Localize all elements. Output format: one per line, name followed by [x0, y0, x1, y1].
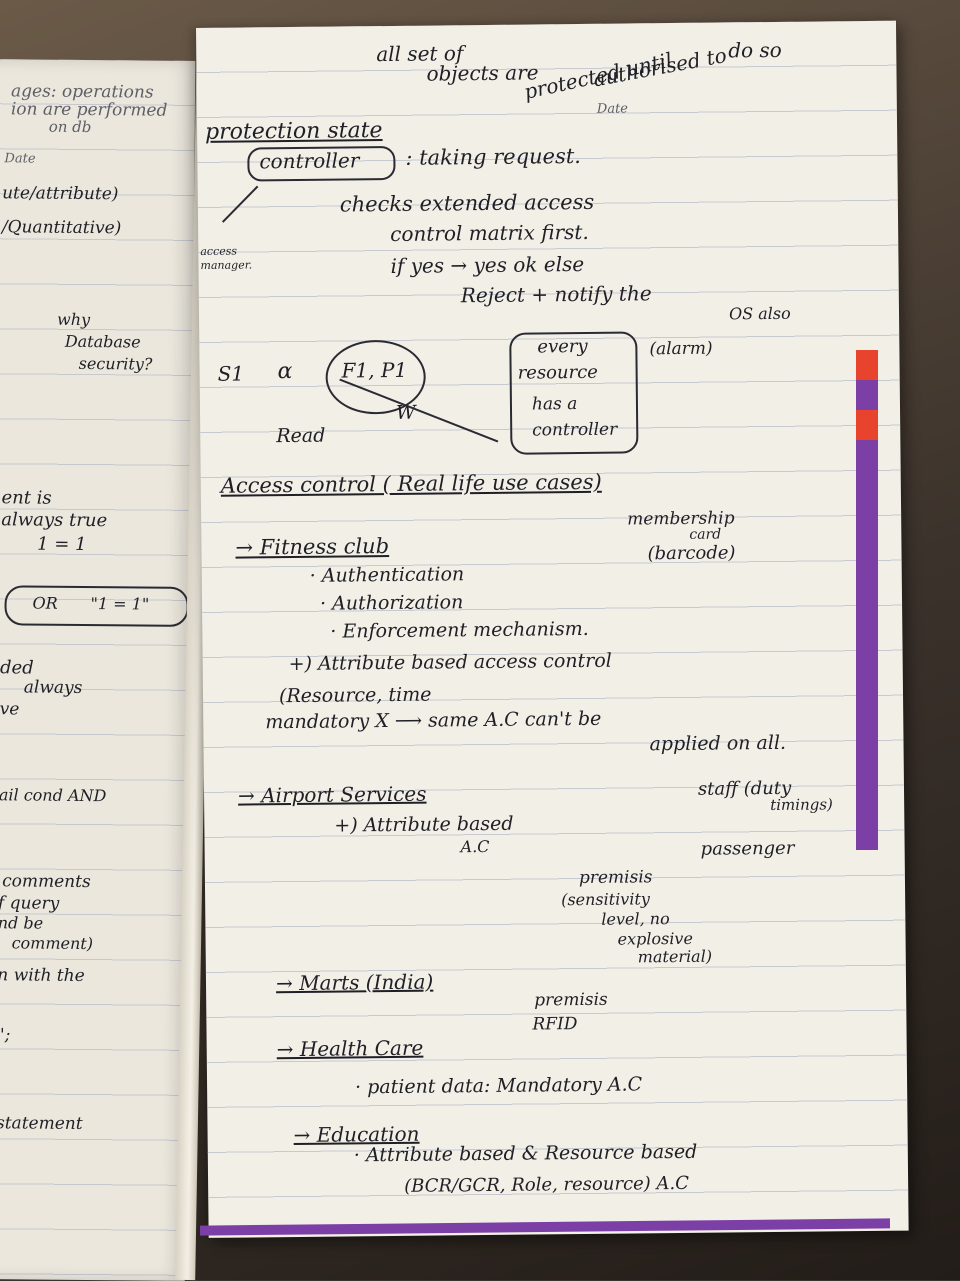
left-date-label: Date [4, 151, 36, 167]
left-line: security? [78, 353, 153, 374]
access-control-heading: Access control ( Real life use cases) [220, 469, 602, 498]
taking-request: : taking request. [405, 143, 582, 170]
left-line: always [23, 677, 83, 698]
mandatory-line: mandatory X ⟶ same A.C can't be [265, 707, 602, 734]
protection-state-heading: protection state [204, 118, 383, 145]
matrix-subject: S1 [217, 361, 245, 386]
left-line: statement [0, 1113, 83, 1134]
left-line: always true [1, 509, 108, 532]
every-resource-line: has a [531, 394, 578, 415]
matrix-alpha: α [277, 359, 293, 385]
left-line: nd be [0, 913, 44, 933]
every-resource-line: controller [532, 419, 618, 441]
premisis-line: level, no [601, 909, 670, 929]
left-line: f query [0, 893, 60, 914]
premisis-line: premisis [578, 867, 653, 889]
membership-line: card [689, 526, 722, 543]
education-line: · Attribute based & Resource based [353, 1140, 698, 1167]
left-line: comments [2, 871, 91, 893]
staff-line: timings) [770, 795, 833, 815]
left-line: n with the [0, 965, 85, 987]
checks-line: Reject + notify the [460, 281, 652, 308]
left-line: 1 = 1 [37, 533, 87, 556]
left-line: "1 = 1" [90, 594, 150, 614]
left-notebook-page: ages: operations ion are performed on db… [0, 59, 196, 1281]
airport-services: → Airport Services [237, 781, 427, 808]
education-sub: (BCR/GCR, Role, resource) A.C [404, 1172, 690, 1197]
every-resource-line: resource [517, 361, 599, 384]
left-line: ded [0, 657, 34, 679]
fitness-club: → Fitness club [235, 534, 390, 560]
alarm-note: (alarm) [649, 338, 713, 360]
airport-abac: A.C [460, 836, 490, 857]
health-care: → Health Care [276, 1035, 424, 1062]
fitness-point: · Authorization [319, 591, 464, 615]
every-resource-line: every [537, 335, 588, 358]
premisis-line: material) [637, 946, 713, 967]
checks-line: if yes → yes ok else [390, 251, 585, 278]
arrow-down-left [221, 185, 259, 223]
left-line: OR [32, 593, 58, 613]
marts-item: RFID [532, 1014, 578, 1035]
resource-time: (Resource, time [278, 683, 432, 708]
airport-abac: +) Attribute based [334, 812, 514, 837]
left-line: "; [0, 1025, 11, 1046]
attribute-based: +) Attribute based access control [288, 649, 612, 676]
left-line: comment) [11, 933, 94, 954]
left-line: /Quantitative) [1, 217, 122, 239]
left-line: Database [64, 331, 141, 352]
checks-line: OS also [728, 303, 791, 324]
date-label: Date [596, 101, 629, 117]
left-line: ent is [1, 487, 52, 509]
page-edge-stripe [856, 350, 878, 850]
left-line: ve [0, 699, 20, 720]
fitness-point: · Enforcement mechanism. [330, 617, 589, 643]
checks-line: control matrix first. [390, 219, 589, 246]
patient-data: · patient data: Mandatory A.C [354, 1073, 643, 1099]
top-note-line: do so [728, 37, 782, 63]
passenger: passenger [700, 837, 795, 860]
access-manager-line: access [200, 244, 238, 258]
marts: → Marts (India) [275, 969, 434, 996]
membership-line: (barcode) [647, 542, 736, 565]
left-line: on db [48, 117, 92, 137]
matrix-read: Read [276, 424, 326, 448]
premisis-line: (sensitivity [561, 889, 650, 910]
access-manager-line: manager. [200, 258, 253, 272]
checks-line: checks extended access [339, 189, 595, 217]
controller-label: controller [259, 148, 360, 174]
premisis-line: explosive [617, 928, 693, 949]
marts-item: premisis [534, 989, 608, 1011]
applied-on-all: applied on all. [649, 731, 787, 756]
left-line: ute/attribute) [2, 183, 119, 205]
fitness-point: · Authentication [309, 563, 465, 587]
left-line: ail cond AND [0, 785, 107, 806]
left-line: why [56, 309, 91, 330]
matrix-cell: F1, P1 [341, 357, 408, 383]
right-notebook-page: Date all set of objects are protected un… [196, 20, 909, 1238]
